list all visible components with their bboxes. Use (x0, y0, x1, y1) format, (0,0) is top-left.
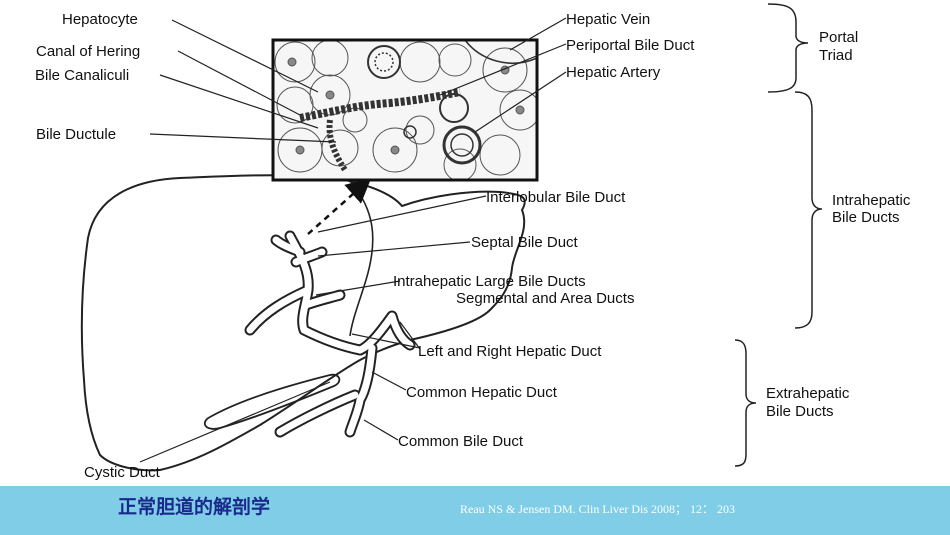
footer-citation: Reau NS & Jensen DM. Clin Liver Dis 2008… (460, 502, 735, 516)
label-segmental-and-area-ducts: Segmental and Area Ducts (456, 290, 634, 307)
label-canal-of-hering: Canal of Hering (36, 43, 140, 60)
group-braces (734, 3, 823, 467)
group-label-portal: Portal (819, 29, 858, 46)
label-hepatocyte: Hepatocyte (62, 11, 138, 28)
footer-bar: 正常胆道的解剖学 Reau NS & Jensen DM. Clin Liver… (0, 486, 950, 535)
label-interlobular-bile-duct: Interlobular Bile Duct (486, 189, 626, 206)
group-label-extrahepatic: Extrahepatic (766, 385, 850, 402)
label-hepatic-vein: Hepatic Vein (566, 11, 650, 28)
label-bile-canaliculi: Bile Canaliculi (35, 67, 129, 84)
zoom-arrow (307, 177, 372, 235)
label-bile-ductule: Bile Ductule (36, 126, 116, 143)
histology-inset (271, 38, 539, 182)
bile-duct-anatomy-diagram: Hepatocyte Canal of Hering Bile Canalicu… (35, 3, 911, 481)
label-common-hepatic-duct: Common Hepatic Duct (406, 384, 558, 401)
footer-title: 正常胆道的解剖学 (118, 496, 271, 518)
biliary-tree (244, 230, 416, 438)
label-common-bile-duct: Common Bile Duct (398, 433, 524, 450)
group-label-triad: Triad (819, 47, 853, 64)
label-cystic-duct: Cystic Duct (84, 464, 161, 481)
label-left-and-right-hepatic-duct: Left and Right Hepatic Duct (418, 343, 602, 360)
label-periportal-bile-duct: Periportal Bile Duct (566, 37, 695, 54)
group-label-extrahepatic-bile-ducts: Bile Ducts (766, 403, 834, 420)
liver-lobe-line (349, 180, 374, 337)
label-hepatic-artery: Hepatic Artery (566, 64, 661, 81)
label-septal-bile-duct: Septal Bile Duct (471, 234, 579, 251)
gallbladder (203, 373, 341, 430)
label-intrahepatic-large-bile-ducts: Intrahepatic Large Bile Ducts (393, 273, 586, 290)
leader-lines (139, 17, 567, 463)
group-label-intrahepatic: Intrahepatic (832, 192, 911, 209)
group-label-intrahepatic-bile-ducts: Bile Ducts (832, 209, 900, 226)
